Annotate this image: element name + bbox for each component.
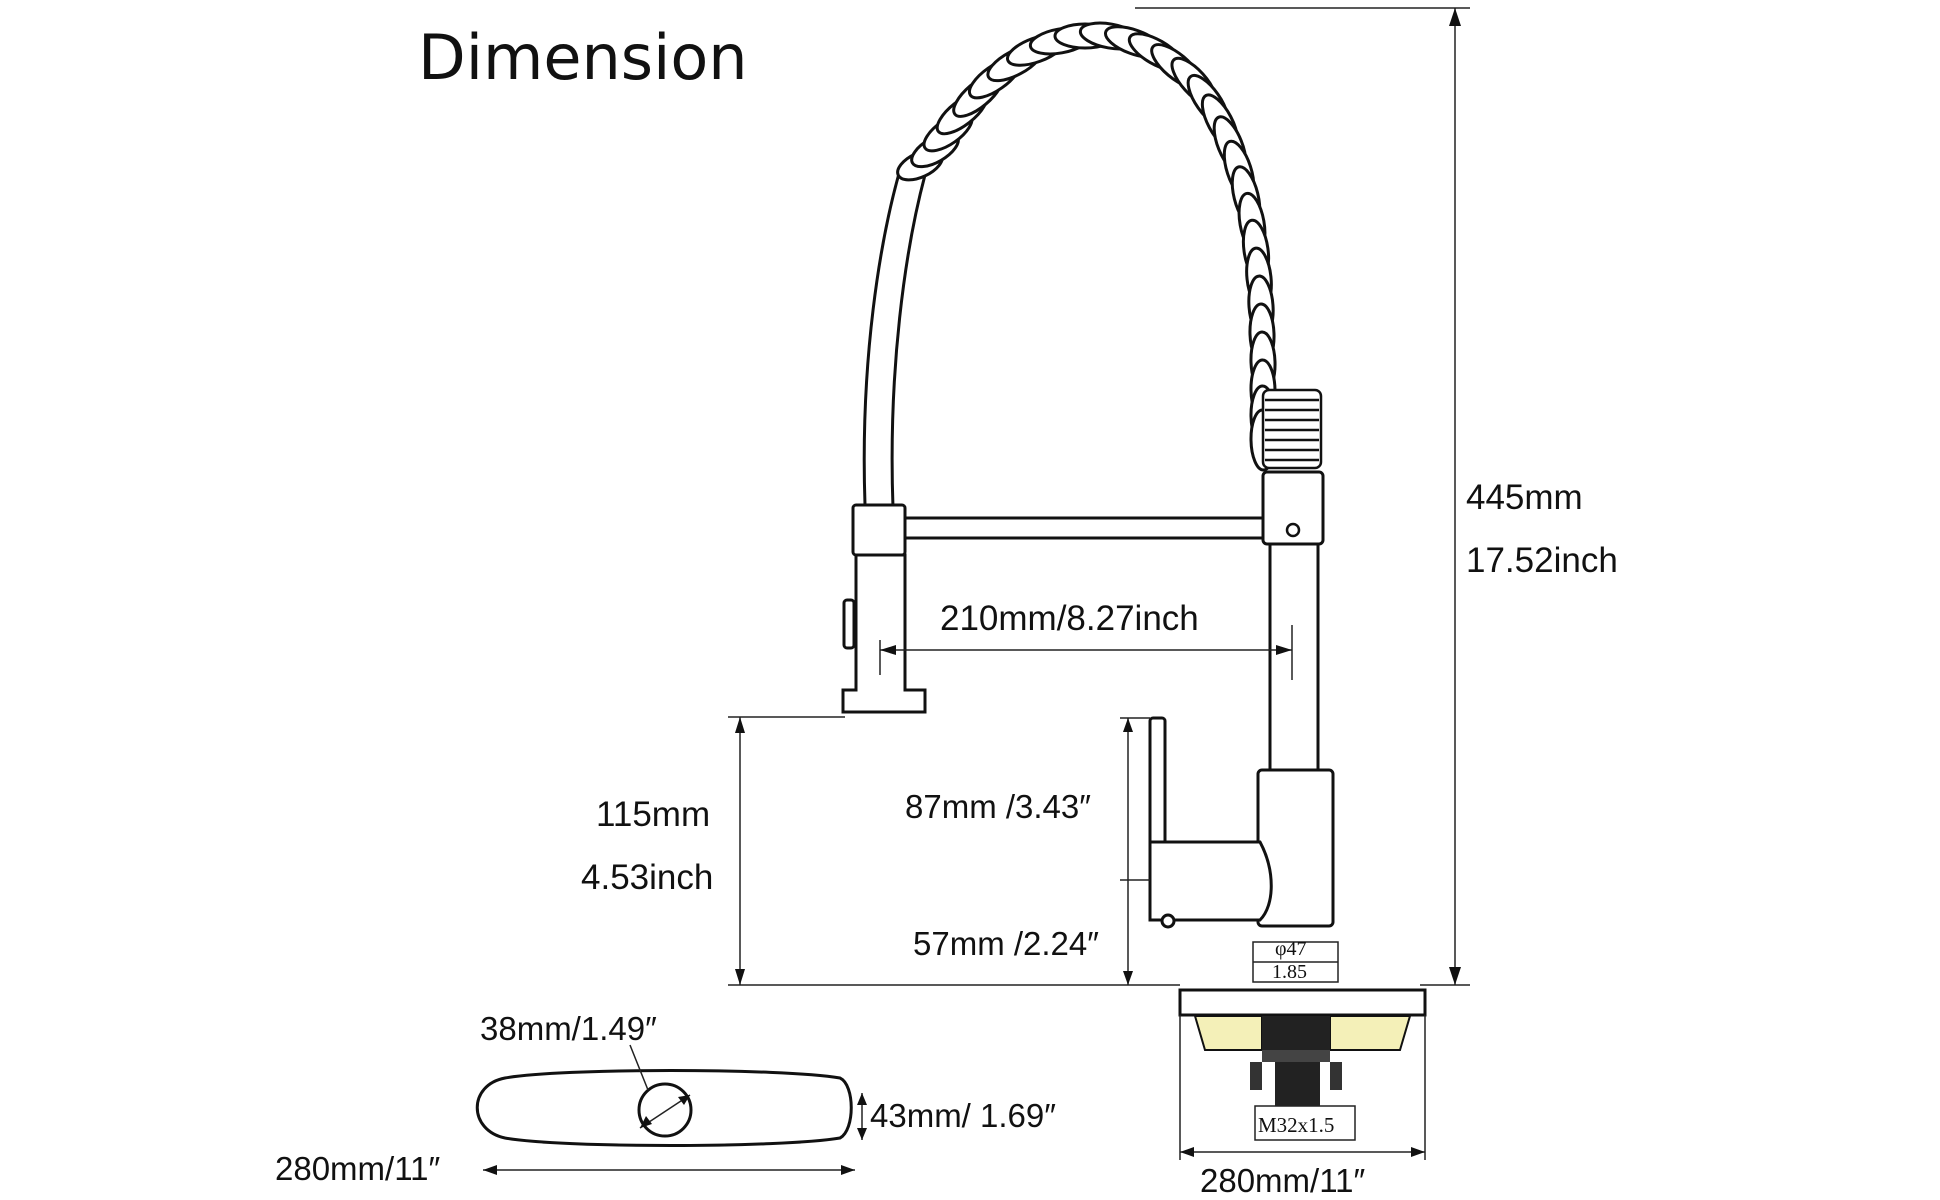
base-diameter-inch-label: 1.85 — [1272, 961, 1307, 983]
spout-height-dimension — [728, 716, 1180, 986]
plate-width-dimension — [483, 1165, 855, 1175]
handle-dimension — [1120, 717, 1150, 985]
deck-plate-topview — [475, 1044, 853, 1147]
mount-nut — [1262, 1016, 1330, 1050]
countertop-section — [1193, 1015, 1263, 1051]
base-diameter-mm-label: φ47 — [1275, 938, 1307, 960]
diagram-title: Dimension — [418, 21, 748, 94]
mount-shank — [1275, 1062, 1320, 1106]
handle-lower-label: 57mm /2.24″ — [913, 925, 1099, 962]
spring-lower — [1261, 388, 1323, 470]
spring-coil — [896, 21, 1277, 472]
plate-hole-label: 38mm/1.49″ — [480, 1010, 657, 1047]
spray-holder — [851, 503, 907, 557]
handle-upper-label: 87mm /3.43″ — [905, 788, 1091, 825]
faucet-column — [1268, 542, 1320, 776]
horizontal-arm — [901, 516, 1265, 540]
faucet-drawing — [841, 21, 1427, 1141]
spray-button — [842, 598, 856, 650]
base-width-dimension — [1179, 1015, 1426, 1160]
plate-depth-dimension — [857, 1093, 867, 1140]
base-width-right-label: 280mm/11″ — [1200, 1162, 1365, 1199]
handle-hub — [1148, 840, 1273, 922]
height-dimension — [1135, 7, 1470, 986]
spout-height-inch-label: 4.53inch — [581, 858, 713, 897]
spray-head — [841, 553, 927, 714]
plate-width-left-label: 280mm/11″ — [275, 1150, 440, 1187]
collar-pin — [1285, 522, 1301, 538]
spout-height-mm-label: 115mm — [596, 795, 710, 834]
spout-collar — [1261, 470, 1325, 546]
reach-label: 210mm/8.27inch — [940, 599, 1199, 638]
height-mm-label: 445mm — [1466, 478, 1583, 517]
plate-depth-label: 43mm/ 1.69″ — [870, 1097, 1056, 1134]
thread-label: M32x1.5 — [1258, 1113, 1334, 1137]
reach-dimension — [879, 625, 1293, 680]
height-inch-label: 17.52inch — [1466, 541, 1618, 580]
deck-plate-side — [1178, 988, 1427, 1017]
handle-screw — [1160, 913, 1176, 929]
